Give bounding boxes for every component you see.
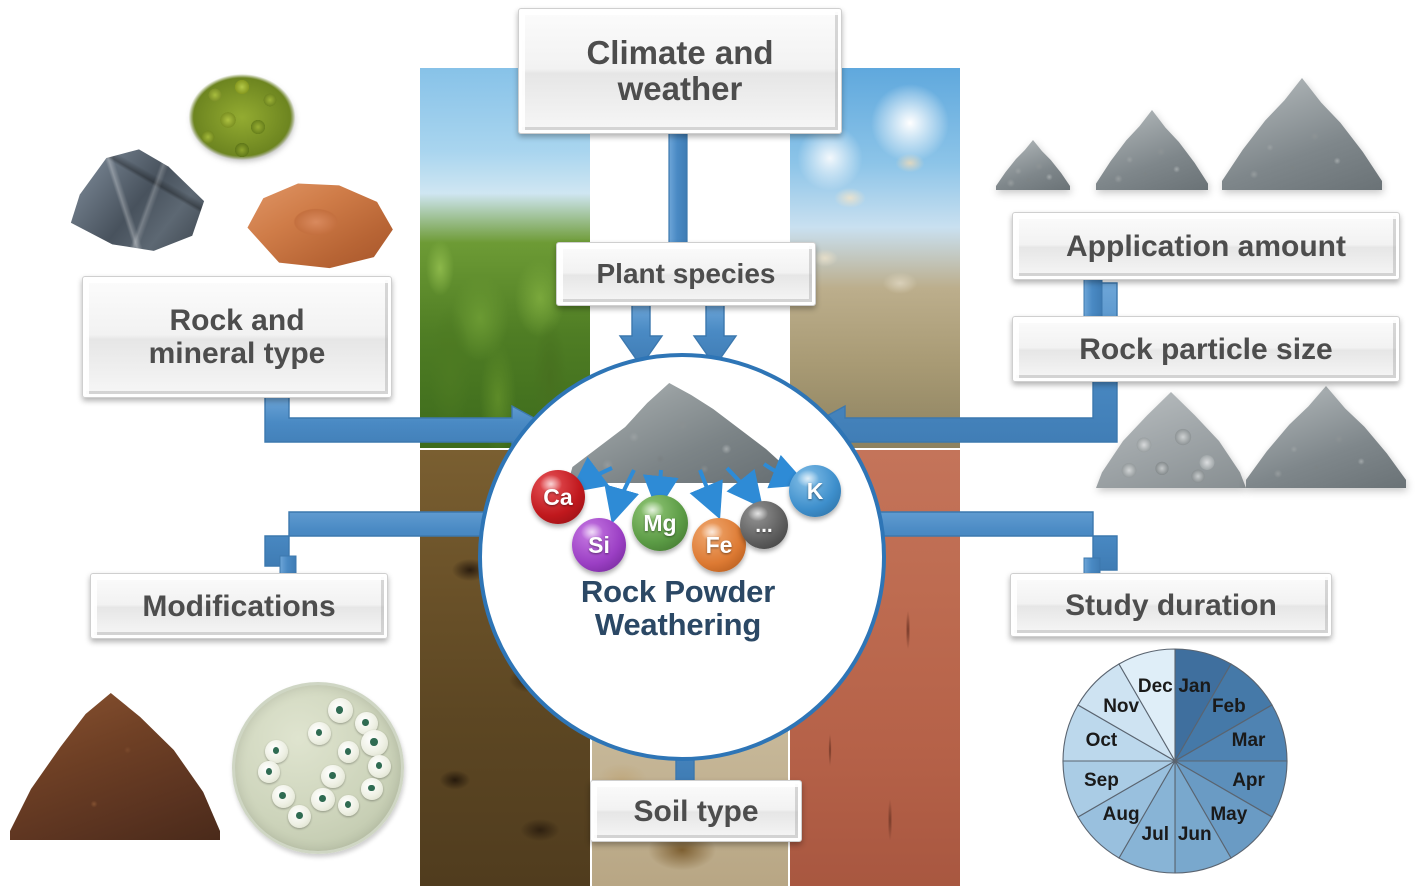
bacteria-colony <box>311 787 335 812</box>
bacteria-colony <box>337 794 360 817</box>
rock-particle-size-text: Rock particle size <box>1079 332 1333 366</box>
element-label-other: ... <box>755 513 773 537</box>
label-application-amount[interactable]: Application amount <box>1012 212 1400 280</box>
red-weathered-rock-specimen <box>247 183 393 269</box>
label-study-duration[interactable]: Study duration <box>1010 573 1332 637</box>
climate-line1: Climate and <box>586 33 774 71</box>
circle-title-line2: Weathering <box>594 607 762 643</box>
connector-modifications-stub <box>279 555 297 575</box>
bacteria-colony <box>327 698 353 724</box>
element-label-mg: Mg <box>643 509 677 536</box>
label-rock-particle-size[interactable]: Rock particle size <box>1012 316 1400 382</box>
soil-type-text: Soil type <box>633 794 759 828</box>
bacteria-colony <box>361 729 388 757</box>
pie-label-oct: Oct <box>1085 730 1118 752</box>
fine-rock-powder-pile <box>1246 386 1406 488</box>
plant-species-text: Plant species <box>596 257 776 289</box>
element-sphere-calcium: Ca <box>531 470 585 524</box>
bacteria-colony <box>264 739 289 763</box>
element-label-fe: Fe <box>705 531 733 558</box>
bacteria-colony <box>288 804 312 828</box>
pie-label-jul: Jul <box>1141 823 1170 845</box>
label-modifications[interactable]: Modifications <box>90 573 388 639</box>
element-sphere-other: ... <box>740 501 788 549</box>
medium-rock-powder-pile <box>1096 110 1208 190</box>
bacteria-colony <box>258 761 280 783</box>
element-label-k: K <box>806 477 824 504</box>
circle-title-line1: Rock Powder <box>580 574 776 609</box>
label-rock-and-mineral-type[interactable]: Rock and mineral type <box>82 276 392 398</box>
bacteria-colony <box>361 777 383 800</box>
petri-dish-bacteria-photo <box>232 682 404 854</box>
coarse-gravel-pile <box>1096 390 1246 488</box>
pie-label-feb: Feb <box>1211 696 1246 718</box>
rock-mineral-line1: Rock and <box>169 304 305 337</box>
pie-label-jun: Jun <box>1177 823 1212 845</box>
bacteria-colony <box>308 721 332 745</box>
pie-label-nov: Nov <box>1103 696 1140 718</box>
element-sphere-silicon: Si <box>572 518 626 572</box>
pie-label-dec: Dec <box>1137 676 1173 698</box>
study-duration-text: Study duration <box>1065 588 1277 622</box>
bacteria-colony <box>321 764 345 788</box>
pie-label-mar: Mar <box>1231 730 1266 752</box>
pie-label-sep: Sep <box>1083 769 1119 791</box>
application-amount-text: Application amount <box>1066 229 1346 263</box>
large-rock-powder-pile <box>1222 78 1382 190</box>
connector-amount-to-particle-size <box>1083 278 1103 318</box>
pie-label-aug: Aug <box>1102 803 1140 825</box>
element-label-ca: Ca <box>543 483 573 510</box>
pie-slice-dec[interactable] <box>1118 648 1176 764</box>
bacteria-colony <box>367 754 392 778</box>
element-label-si: Si <box>588 531 610 558</box>
climate-line2: weather <box>617 70 743 107</box>
bacteria-colony <box>337 741 360 764</box>
element-sphere-potassium: K <box>789 465 841 517</box>
circle-title: Rock Powder Weathering <box>478 575 878 642</box>
olivine-rock-specimen <box>180 65 310 170</box>
label-plant-species[interactable]: Plant species <box>556 242 816 306</box>
rock-mineral-line2: mineral type <box>148 337 326 370</box>
element-sphere-iron: Fe <box>692 518 746 572</box>
small-rock-powder-pile <box>996 140 1070 190</box>
bacteria-colony <box>354 711 378 735</box>
bacteria-colony <box>271 784 295 808</box>
modifications-text: Modifications <box>142 589 336 623</box>
pie-label-may: May <box>1210 803 1248 825</box>
compost-pile-photo <box>10 693 220 840</box>
element-sphere-magnesium: Mg <box>632 495 688 551</box>
label-climate-and-weather[interactable]: Climate and weather <box>518 8 842 134</box>
label-soil-type[interactable]: Soil type <box>590 780 802 842</box>
pie-svg <box>1062 648 1288 874</box>
pie-label-jan: Jan <box>1178 676 1212 698</box>
pie-label-apr: Apr <box>1232 769 1265 791</box>
